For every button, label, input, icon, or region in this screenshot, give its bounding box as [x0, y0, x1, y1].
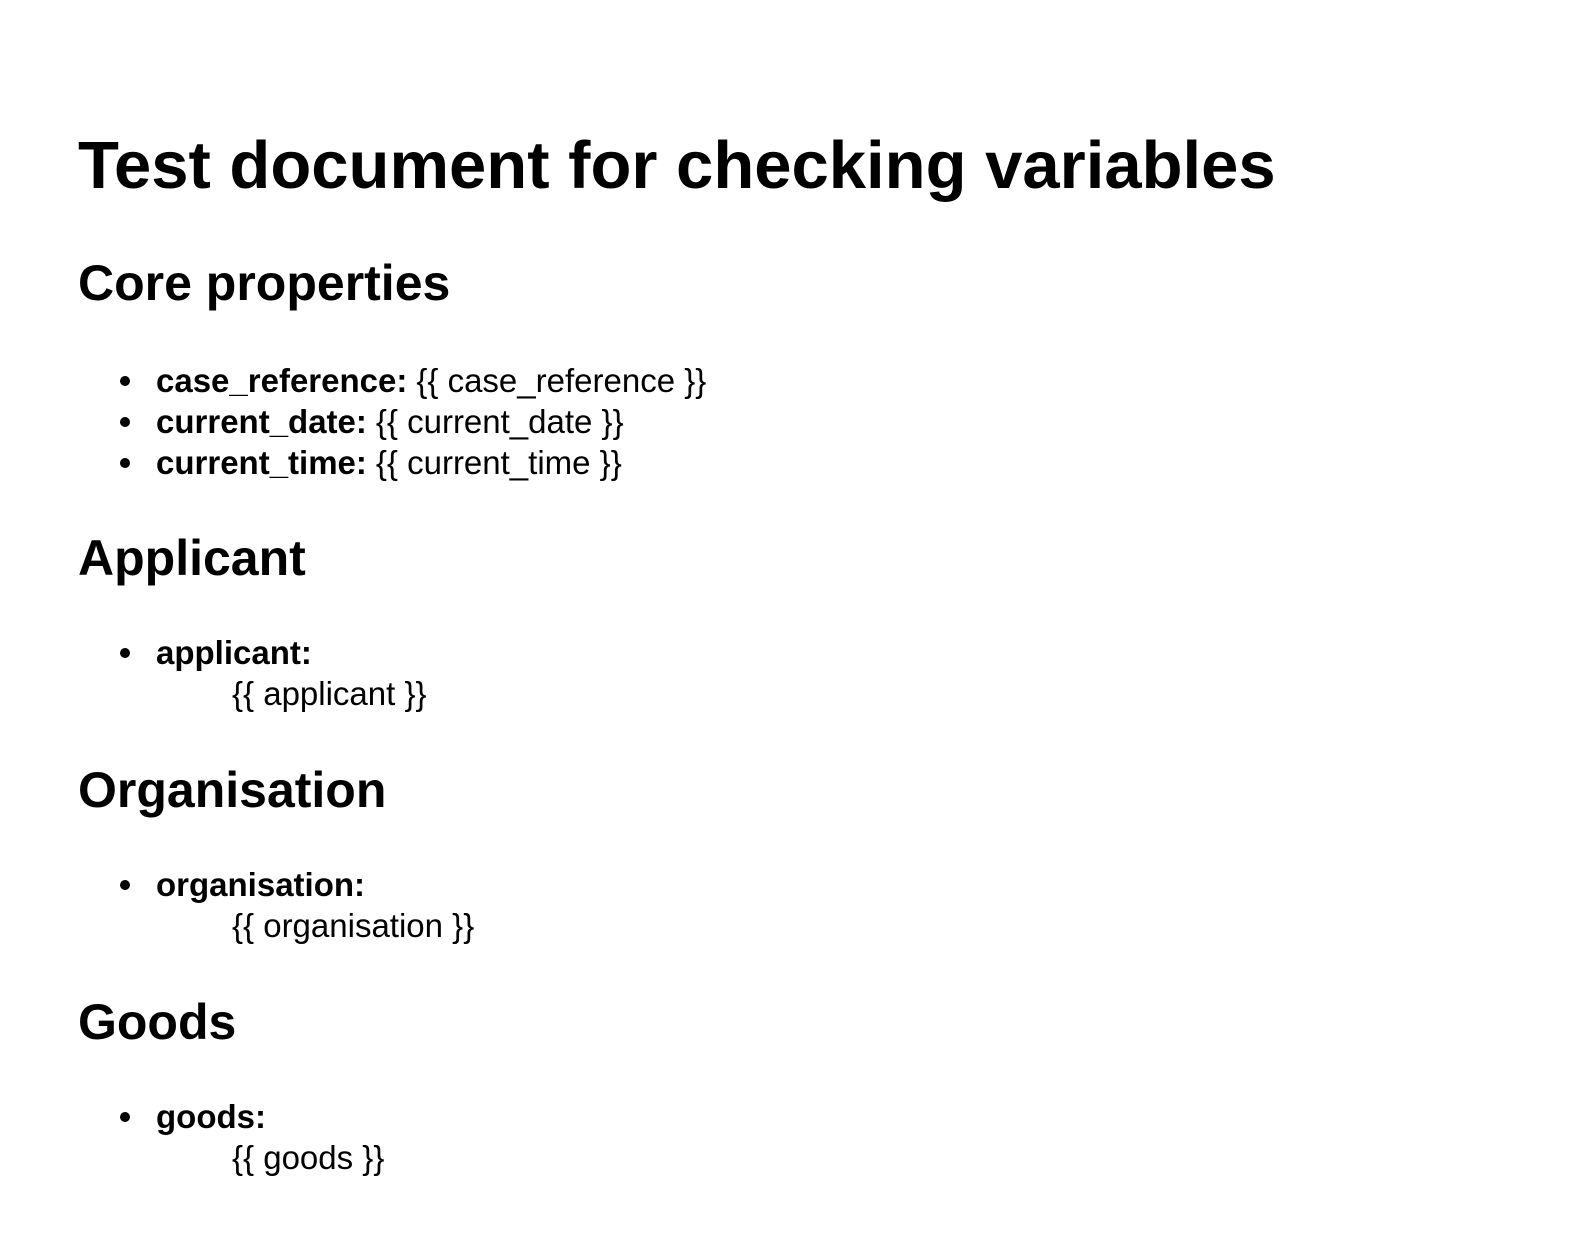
variable-key: applicant:: [156, 634, 312, 671]
variable-key: organisation:: [156, 866, 366, 903]
bullet-icon: [120, 417, 130, 427]
core-properties-list: case_reference:{{ case_reference }} curr…: [118, 360, 706, 483]
variable-value: {{ organisation }}: [232, 907, 475, 944]
variable-key: current_time:: [156, 444, 367, 481]
list-item: current_date:{{ current_date }}: [118, 401, 706, 442]
section-heading-organisation: Organisation: [78, 762, 387, 818]
organisation-list: organisation: {{ organisation }}: [118, 864, 474, 946]
section-heading-core-properties: Core properties: [78, 255, 451, 311]
variable-value: {{ applicant }}: [232, 675, 427, 712]
list-item: applicant: {{ applicant }}: [118, 632, 427, 714]
goods-list: goods: {{ goods }}: [118, 1096, 384, 1178]
page-title: Test document for checking variables: [78, 128, 1276, 203]
variable-value: {{ current_time }}: [375, 444, 622, 481]
bullet-icon: [120, 1112, 130, 1122]
variable-key: current_date:: [156, 403, 367, 440]
bullet-icon: [120, 376, 130, 386]
variable-key: goods:: [156, 1098, 266, 1135]
variable-value: {{ case_reference }}: [416, 362, 707, 399]
bullet-icon: [120, 880, 130, 890]
list-item: current_time:{{ current_time }}: [118, 442, 706, 483]
variable-value: {{ current_date }}: [375, 403, 624, 440]
list-item: case_reference:{{ case_reference }}: [118, 360, 706, 401]
section-heading-applicant: Applicant: [78, 530, 306, 586]
list-item: goods: {{ goods }}: [118, 1096, 384, 1178]
variable-key: case_reference:: [156, 362, 408, 399]
variable-value: {{ goods }}: [232, 1139, 385, 1176]
list-item: organisation: {{ organisation }}: [118, 864, 474, 946]
bullet-icon: [120, 648, 130, 658]
applicant-list: applicant: {{ applicant }}: [118, 632, 427, 714]
section-heading-goods: Goods: [78, 994, 237, 1050]
bullet-icon: [120, 458, 130, 468]
